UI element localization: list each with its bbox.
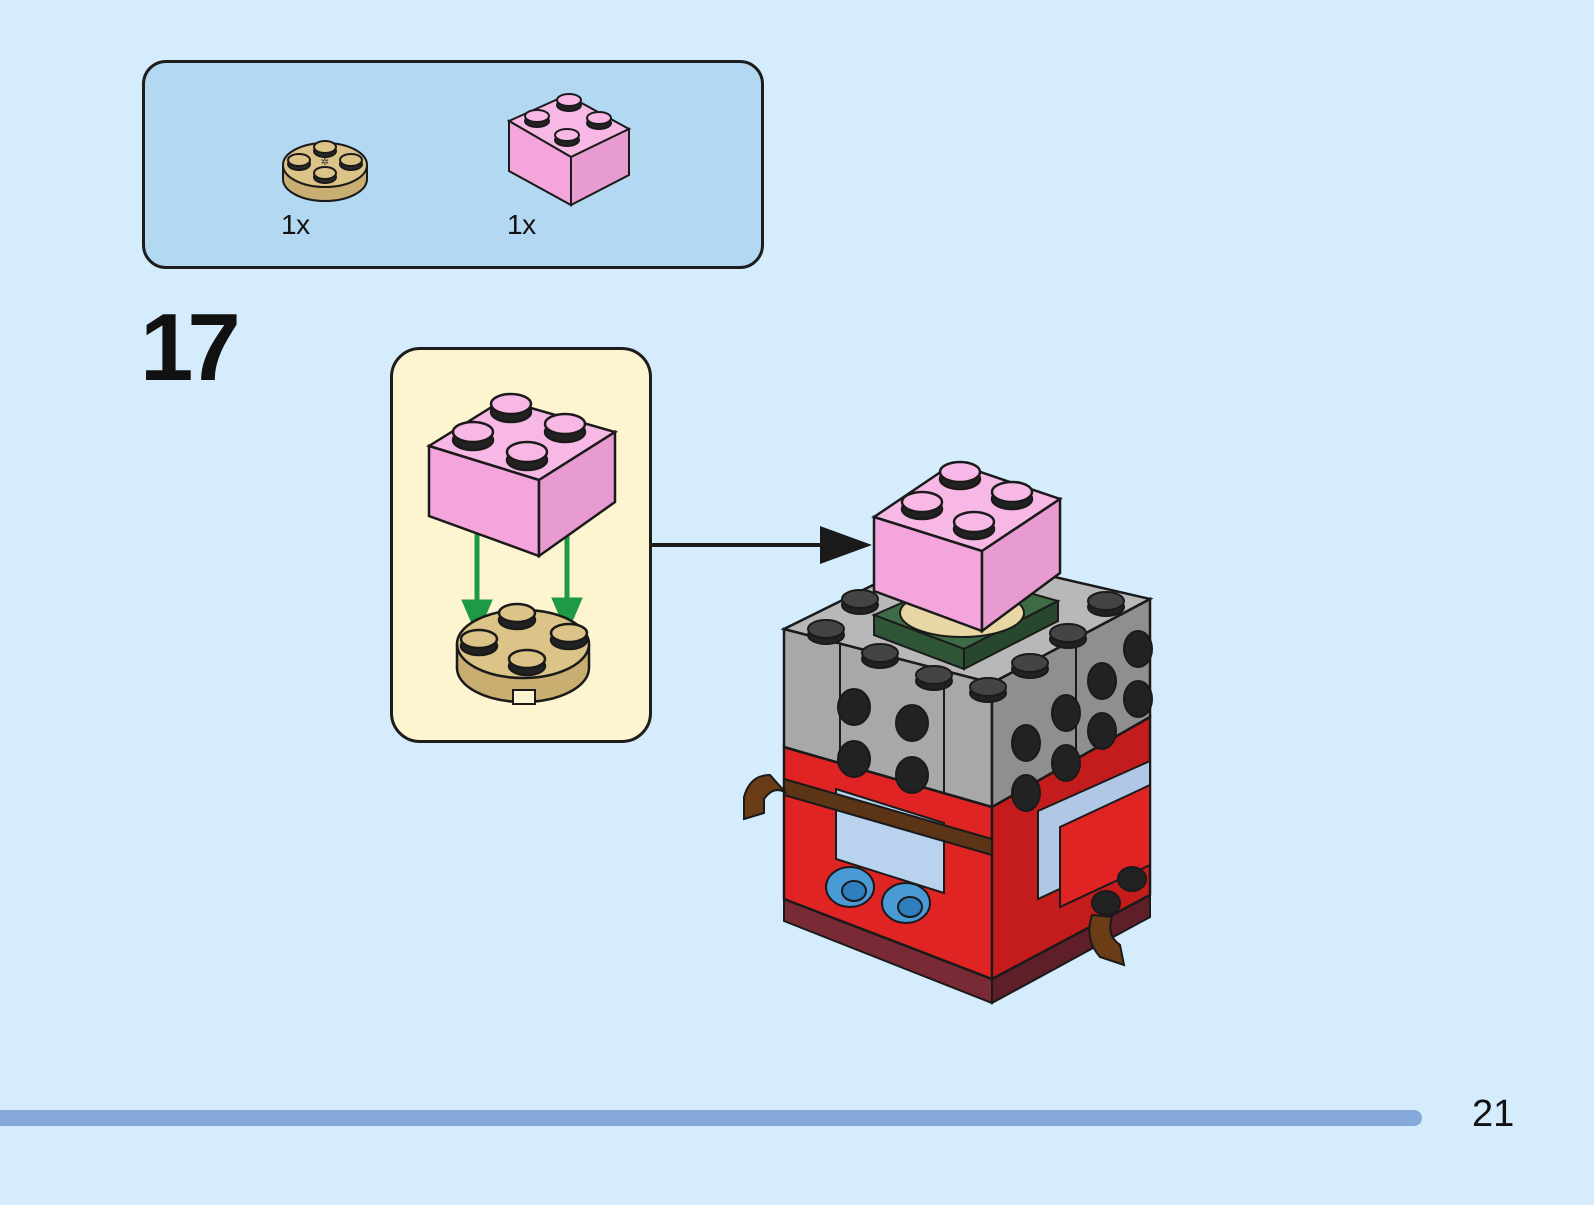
svg-text:✲: ✲ — [321, 157, 329, 168]
sub-assembly-callout — [390, 347, 652, 743]
pink-brick-2x2-icon — [426, 392, 619, 559]
callout-pointer-arrow-icon — [652, 526, 872, 564]
brick-model-illustration — [743, 460, 1154, 1005]
parts-list-box: ✲ 1x 1x — [142, 60, 764, 269]
pink-brick-2x2-icon — [507, 93, 633, 209]
plate-quantity: 1x — [281, 209, 310, 240]
page-number: 21 — [1472, 1093, 1515, 1135]
tan-round-plate-icon: ✲ — [281, 131, 371, 205]
tan-round-plate-icon — [455, 602, 591, 705]
page-footer-bar — [0, 1110, 1422, 1126]
sub-assembly-illustration — [426, 392, 619, 705]
step-number: 17 — [140, 294, 241, 401]
brick-quantity: 1x — [507, 209, 536, 240]
